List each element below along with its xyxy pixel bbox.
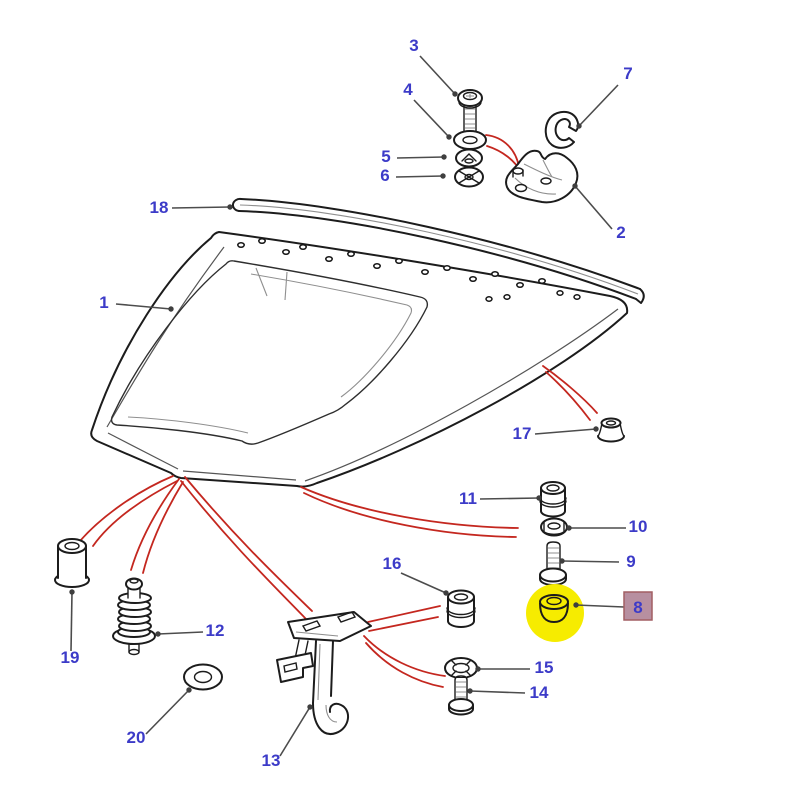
leader-20 bbox=[145, 689, 190, 735]
callout-labels: 1 2 3 4 5 6 7 8 9 10 11 12 13 14 15 16 1… bbox=[61, 36, 648, 770]
callout-16[interactable]: 16 bbox=[383, 554, 402, 573]
callout-12[interactable]: 12 bbox=[206, 621, 225, 640]
leader-lines bbox=[69, 55, 626, 757]
leader-4 bbox=[413, 99, 450, 138]
connector-hood-to-12-b bbox=[142, 481, 184, 574]
connector-hood-to-19-b bbox=[92, 480, 178, 547]
callout-17[interactable]: 17 bbox=[513, 424, 532, 443]
callout-7[interactable]: 7 bbox=[623, 64, 632, 83]
leader-18 bbox=[171, 206, 231, 209]
connector-hood-to-11-b bbox=[303, 492, 517, 538]
connector-hood-to-11-a bbox=[300, 486, 519, 529]
nut-part-10 bbox=[540, 517, 568, 537]
nut-part-15 bbox=[444, 657, 478, 679]
callout-19[interactable]: 19 bbox=[61, 648, 80, 667]
callout-10[interactable]: 10 bbox=[629, 517, 648, 536]
connector-13-to-16-b bbox=[368, 616, 439, 632]
callout-14[interactable]: 14 bbox=[530, 683, 549, 702]
red-connectors bbox=[79, 134, 598, 688]
leader-2 bbox=[574, 185, 613, 230]
callout-18[interactable]: 18 bbox=[150, 198, 169, 217]
connector-hood-to-13-a bbox=[184, 476, 313, 612]
leader-5 bbox=[396, 156, 445, 159]
leader-19 bbox=[70, 591, 73, 652]
connector-hood-to-17-a bbox=[542, 365, 598, 414]
connector-13-to-14-b bbox=[365, 642, 444, 688]
callout-11[interactable]: 11 bbox=[459, 489, 477, 508]
washer-part-4 bbox=[453, 130, 487, 150]
callout-2[interactable]: 2 bbox=[616, 223, 625, 242]
callout-4[interactable]: 4 bbox=[403, 80, 413, 99]
part-8-label-box[interactable] bbox=[623, 591, 653, 621]
connector-hood-to-12-a bbox=[130, 478, 180, 571]
leader-8 bbox=[575, 604, 625, 608]
bolt-part-14 bbox=[448, 675, 474, 716]
rivet-holes bbox=[237, 237, 581, 302]
callout-15[interactable]: 15 bbox=[535, 658, 554, 677]
leader-9 bbox=[561, 560, 620, 563]
washer-part-5 bbox=[455, 148, 483, 168]
leader-13 bbox=[279, 706, 311, 757]
callout-8[interactable]: 8 bbox=[633, 598, 642, 617]
bolt-part-3 bbox=[457, 89, 483, 135]
spring-part-12 bbox=[112, 577, 156, 656]
grommet-part-11 bbox=[539, 481, 567, 518]
connector-hood-to-13-b bbox=[180, 480, 307, 620]
washer-part-6 bbox=[454, 166, 484, 188]
leader-16 bbox=[400, 572, 447, 594]
connector-13-to-14-a bbox=[363, 635, 446, 677]
connector-hood-to-19-a bbox=[79, 475, 174, 542]
callout-13[interactable]: 13 bbox=[262, 751, 281, 770]
callout-9[interactable]: 9 bbox=[626, 552, 635, 571]
catch-hook-part-13 bbox=[276, 611, 372, 735]
rivet-part-19 bbox=[54, 538, 90, 588]
leader-6 bbox=[395, 175, 444, 178]
leader-7 bbox=[578, 84, 619, 127]
connector-hood-to-17-b bbox=[545, 371, 591, 421]
leader-14 bbox=[469, 690, 526, 694]
bonnet-panel-part-1 bbox=[90, 231, 629, 488]
grommet-part-16 bbox=[446, 589, 476, 628]
leader-11 bbox=[479, 497, 540, 500]
washer-part-20 bbox=[183, 663, 223, 691]
hinge-bracket-part-2 bbox=[505, 149, 579, 204]
connector-13-to-16-a bbox=[367, 605, 441, 623]
buffer-part-17 bbox=[597, 417, 625, 443]
callout-1[interactable]: 1 bbox=[99, 293, 108, 312]
callout-3[interactable]: 3 bbox=[409, 36, 418, 55]
clip-part-7 bbox=[544, 110, 580, 149]
seal-strip-part-18 bbox=[231, 197, 645, 304]
callout-5[interactable]: 5 bbox=[381, 147, 390, 166]
leader-3 bbox=[419, 55, 456, 95]
callout-6[interactable]: 6 bbox=[380, 166, 389, 185]
leader-12 bbox=[157, 631, 204, 635]
leader-17 bbox=[534, 428, 597, 435]
leader-1 bbox=[115, 303, 172, 310]
callout-20[interactable]: 20 bbox=[127, 728, 146, 747]
grommet-part-8[interactable] bbox=[539, 594, 569, 624]
